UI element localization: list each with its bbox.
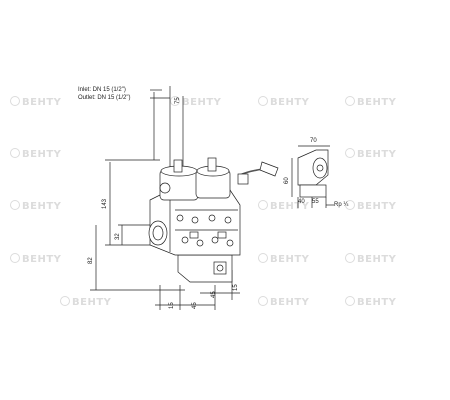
watermark-text: BEHTY xyxy=(270,297,310,308)
bolt xyxy=(211,236,219,244)
connector xyxy=(189,231,199,239)
watermark-logo-icon xyxy=(258,296,268,306)
watermark-text: BEHTY xyxy=(357,97,397,108)
watermark: BEHTY xyxy=(10,253,61,265)
watermark: BEHTY xyxy=(345,253,396,265)
watermark-logo-icon xyxy=(10,253,20,263)
watermark-logo-icon xyxy=(345,148,355,158)
thread-label: Rp ¼ xyxy=(334,202,349,208)
watermark-logo-icon xyxy=(345,296,355,306)
bolt xyxy=(224,216,232,224)
dim-side-height: 60 xyxy=(284,177,290,184)
watermark: BEHTY xyxy=(345,200,396,212)
dim-bottom-b: 45 xyxy=(211,291,217,298)
watermark-text: BEHTY xyxy=(357,149,397,160)
bolt xyxy=(181,236,189,244)
watermark-logo-icon xyxy=(258,253,268,263)
watermark-text: BEHTY xyxy=(270,201,310,212)
watermark: BEHTY xyxy=(345,148,396,160)
bolt xyxy=(226,239,234,247)
coil-plug-1 xyxy=(159,182,171,194)
outlet-label: Outlet: DN 15 (1/2") xyxy=(78,95,131,101)
bolt xyxy=(208,214,216,222)
coil-cap-2 xyxy=(207,157,217,172)
watermark: BEHTY xyxy=(345,296,396,308)
dim-side-depth: 40 xyxy=(298,199,305,205)
watermark-text: BEHTY xyxy=(72,297,112,308)
watermark-text: BEHTY xyxy=(22,201,62,212)
watermark-logo-icon xyxy=(345,200,355,210)
dim-side-offset: 55 xyxy=(312,199,319,205)
watermark-text: BEHTY xyxy=(22,254,62,265)
watermark: BEHTY xyxy=(10,200,61,212)
watermark-text: BEHTY xyxy=(270,254,310,265)
base-screw xyxy=(216,264,224,272)
bolt xyxy=(196,239,204,247)
bolt xyxy=(191,216,199,224)
switch-dial xyxy=(312,157,328,179)
base-plug xyxy=(213,261,227,275)
connector xyxy=(217,231,227,239)
dim-bottom-left: 15 xyxy=(169,302,175,309)
watermark-logo-icon xyxy=(10,96,20,106)
dim-bottom-c: 15 xyxy=(233,284,239,291)
watermark-logo-icon xyxy=(10,148,20,158)
switch-base xyxy=(299,184,327,198)
dim-side-width: 70 xyxy=(310,138,317,144)
watermark: BEHTY xyxy=(258,296,309,308)
inlet-bore xyxy=(152,225,164,241)
coil-cap-1 xyxy=(173,159,183,173)
watermark-logo-icon xyxy=(258,200,268,210)
watermark-logo-icon xyxy=(258,96,268,106)
dim-height-low: 82 xyxy=(88,257,94,264)
watermark-text: BEHTY xyxy=(357,201,397,212)
watermark: BEHTY xyxy=(10,96,61,108)
cable-gland xyxy=(259,161,279,177)
watermark-logo-icon xyxy=(170,96,180,106)
dim-top-width: 75 xyxy=(175,97,181,104)
dim-bottom-a: 45 xyxy=(192,302,198,309)
watermark-text: BEHTY xyxy=(22,149,62,160)
watermark: BEHTY xyxy=(345,96,396,108)
watermark: BEHTY xyxy=(258,200,309,212)
watermark-text: BEHTY xyxy=(270,97,310,108)
watermark: BEHTY xyxy=(258,253,309,265)
watermark-logo-icon xyxy=(345,253,355,263)
switch-knob xyxy=(316,164,324,172)
header-block: Inlet: DN 15 (1/2") Outlet: DN 15 (1/2") xyxy=(78,86,130,102)
watermark-text: BEHTY xyxy=(22,97,62,108)
watermark: BEHTY xyxy=(10,148,61,160)
watermark: BEHTY xyxy=(258,96,309,108)
watermark-text: BEHTY xyxy=(357,254,397,265)
bolt xyxy=(176,214,184,222)
watermark-logo-icon xyxy=(345,96,355,106)
inlet-port xyxy=(148,220,168,246)
watermark: BEHTY xyxy=(60,296,111,308)
watermark: BEHTY xyxy=(170,96,221,108)
watermark-logo-icon xyxy=(60,296,70,306)
watermark-text: BEHTY xyxy=(357,297,397,308)
watermark-text: BEHTY xyxy=(182,97,222,108)
watermark-logo-icon xyxy=(10,200,20,210)
plug-connector xyxy=(237,173,249,185)
inlet-label: Inlet: DN 15 (1/2") xyxy=(78,87,126,93)
base-block xyxy=(177,254,233,283)
dim-height-mid: 32 xyxy=(115,233,121,240)
dim-height-total: 143 xyxy=(102,198,108,209)
